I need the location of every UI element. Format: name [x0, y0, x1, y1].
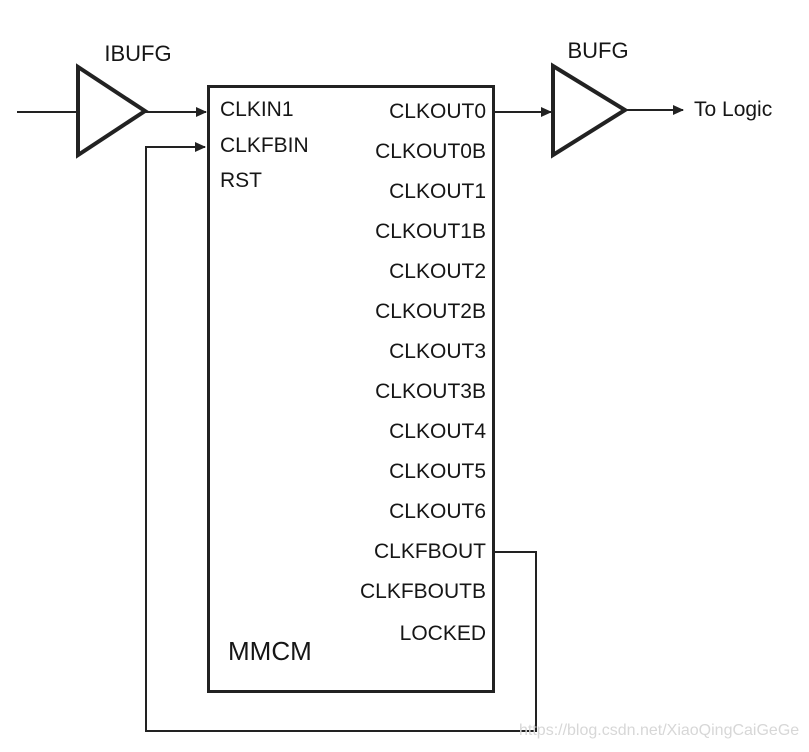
- port-clkout1: CLKOUT1: [389, 180, 486, 203]
- ibufg-triangle: [76, 63, 149, 159]
- port-clkout3: CLKOUT3: [389, 340, 486, 363]
- port-clkout2b: CLKOUT2B: [375, 300, 486, 323]
- port-clkout0b: CLKOUT0B: [375, 140, 486, 163]
- port-rst: RST: [220, 169, 262, 192]
- port-clkout4: CLKOUT4: [389, 420, 486, 443]
- port-clkfboutb: CLKFBOUTB: [359, 580, 486, 603]
- port-clkout6: CLKOUT6: [389, 500, 486, 523]
- port-clkout1b: CLKOUT1B: [375, 220, 486, 243]
- port-clkout2: CLKOUT2: [389, 260, 486, 283]
- port-locked: LOCKED: [399, 622, 486, 645]
- ibufg-label: IBUFG: [104, 41, 172, 66]
- port-clkfbout: CLKFBOUT: [373, 540, 486, 563]
- mmcm-block: CLKIN1 CLKFBIN RST CLKOUT0 CLKOUT0B CLKO…: [207, 85, 495, 693]
- port-clkout0: CLKOUT0: [389, 100, 486, 123]
- port-clkfbin: CLKFBIN: [220, 134, 309, 157]
- port-clkout3b: CLKOUT3B: [375, 380, 486, 403]
- feedback-wire: [145, 142, 537, 732]
- port-clkout5: CLKOUT5: [389, 460, 486, 483]
- watermark-text: https://blog.csdn.net/XiaoQingCaiGeGe: [519, 722, 800, 739]
- bufg-triangle: [551, 62, 629, 159]
- bufg-label: BUFG: [567, 38, 629, 63]
- port-clkin1: CLKIN1: [220, 98, 294, 121]
- to-logic-label: To Logic: [694, 98, 773, 121]
- mmcm-name-label: MMCM: [228, 636, 312, 666]
